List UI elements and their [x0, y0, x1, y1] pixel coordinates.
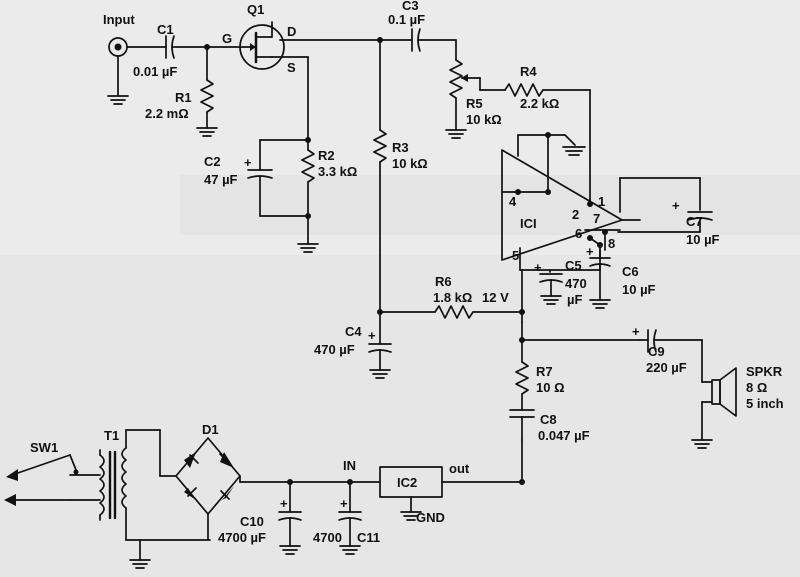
- potentiometer-r5: [445, 39, 481, 139]
- out-label: out: [449, 461, 470, 476]
- transformer-t1: [99, 429, 211, 569]
- input-label: Input: [103, 12, 135, 27]
- t1-label: T1: [104, 428, 119, 443]
- c10-name: C10: [240, 514, 264, 529]
- spkr-size: 5 inch: [746, 396, 784, 411]
- input-jack: [107, 37, 129, 105]
- c3-value: 0.1 µF: [388, 12, 425, 27]
- resistor-r2: [301, 139, 315, 217]
- r6-value: 1.8 kΩ: [433, 290, 472, 305]
- c3-name: C3: [402, 0, 419, 13]
- c1-name: C1: [157, 22, 174, 37]
- svg-text:+: +: [672, 198, 680, 213]
- supply-12v-label: 12 V: [482, 290, 509, 305]
- svg-text:+: +: [368, 328, 376, 343]
- c8-name: C8: [540, 412, 557, 427]
- c7-name-visible: C7: [686, 214, 703, 229]
- c6-name: C6: [622, 264, 639, 279]
- resistor-r4: [479, 77, 591, 201]
- ground-q1: [297, 215, 319, 253]
- resistor-r3: [373, 39, 387, 313]
- r2-value: 3.3 kΩ: [318, 164, 357, 179]
- svg-text:+: +: [586, 244, 594, 259]
- pin5-label: 5: [512, 248, 519, 263]
- capacitor-c8: [509, 409, 535, 441]
- svg-text:+: +: [534, 260, 542, 275]
- regulator-ic2: [379, 439, 525, 521]
- capacitor-c10: +: [278, 481, 302, 555]
- c7-value: 10 µF: [686, 232, 720, 247]
- svg-text:+: +: [632, 324, 640, 339]
- capacitor-c6: +: [586, 244, 611, 309]
- r2-name: R2: [318, 148, 335, 163]
- resistor-r6: [434, 305, 523, 319]
- r7-name: R7: [536, 364, 553, 379]
- drain-label: D: [287, 24, 296, 39]
- resistor-r1: [196, 46, 218, 137]
- capacitor-c2: +: [244, 139, 309, 217]
- ic1-label: ICI: [520, 216, 537, 231]
- speaker-icon: [691, 339, 737, 449]
- capacitor-c9: +: [632, 324, 703, 353]
- resistor-r7: [515, 339, 529, 411]
- c5-value-1: 470: [565, 276, 587, 291]
- sw1-label: SW1: [30, 440, 58, 455]
- gate-label: G: [222, 31, 232, 46]
- capacitor-c5: +: [534, 260, 563, 305]
- r6-name: R6: [435, 274, 452, 289]
- spkr-impedance: 8 Ω: [746, 380, 767, 395]
- in-label: IN: [343, 458, 356, 473]
- c5-value-2: µF: [567, 292, 582, 307]
- svg-text:+: +: [280, 496, 288, 511]
- c9-name: C9: [648, 344, 665, 359]
- r5-value: 10 kΩ: [466, 112, 502, 127]
- c11-value: 4700: [313, 530, 342, 545]
- capacitor-c11: +: [338, 481, 362, 555]
- r4-name: R4: [520, 64, 537, 79]
- gnd-label: GND: [416, 510, 445, 525]
- r3-value: 10 kΩ: [392, 156, 428, 171]
- pin2-label: 2: [572, 207, 579, 222]
- r3-name: R3: [392, 140, 409, 155]
- q1-label: Q1: [247, 2, 264, 17]
- c11-name: C11: [357, 530, 380, 545]
- spkr-name: SPKR: [746, 364, 783, 379]
- r5-name: R5: [466, 96, 483, 111]
- c2-name: C2: [204, 154, 221, 169]
- c9-value: 220 µF: [646, 360, 687, 375]
- r4-value: 2.2 kΩ: [520, 96, 559, 111]
- ac-plug: [4, 454, 101, 506]
- pin6-label: 6: [575, 226, 582, 241]
- c2-value: 47 µF: [204, 172, 238, 187]
- pin7-label: 7: [593, 211, 600, 226]
- source-label: S: [287, 60, 296, 75]
- r1-name: R1: [175, 90, 192, 105]
- ic2-label: IC2: [397, 475, 417, 490]
- c6-value: 10 µF: [622, 282, 656, 297]
- c5-name: C5: [565, 258, 582, 273]
- capacitor-c3: [411, 28, 457, 52]
- c4-name: C4: [345, 324, 362, 339]
- capacitor-c7: +: [617, 198, 713, 233]
- capacitor-c4: +: [368, 311, 392, 379]
- bridge-rectifier-d1: [159, 429, 241, 541]
- d1-label: D1: [202, 422, 219, 437]
- pin1-label: 1: [598, 194, 605, 209]
- svg-text:+: +: [340, 496, 348, 511]
- c10-value: 4700 µF: [218, 530, 266, 545]
- c4-value: 470 µF: [314, 342, 355, 357]
- ic1-amplifier: [501, 149, 641, 261]
- svg-text:+: +: [244, 155, 252, 170]
- pin8-label: 8: [608, 236, 615, 251]
- pin4-label: 4: [509, 194, 517, 209]
- r7-value: 10 Ω: [536, 380, 565, 395]
- r1-value: 2.2 mΩ: [145, 106, 189, 121]
- c8-value: 0.047 µF: [538, 428, 590, 443]
- c1-value: 0.01 µF: [133, 64, 177, 79]
